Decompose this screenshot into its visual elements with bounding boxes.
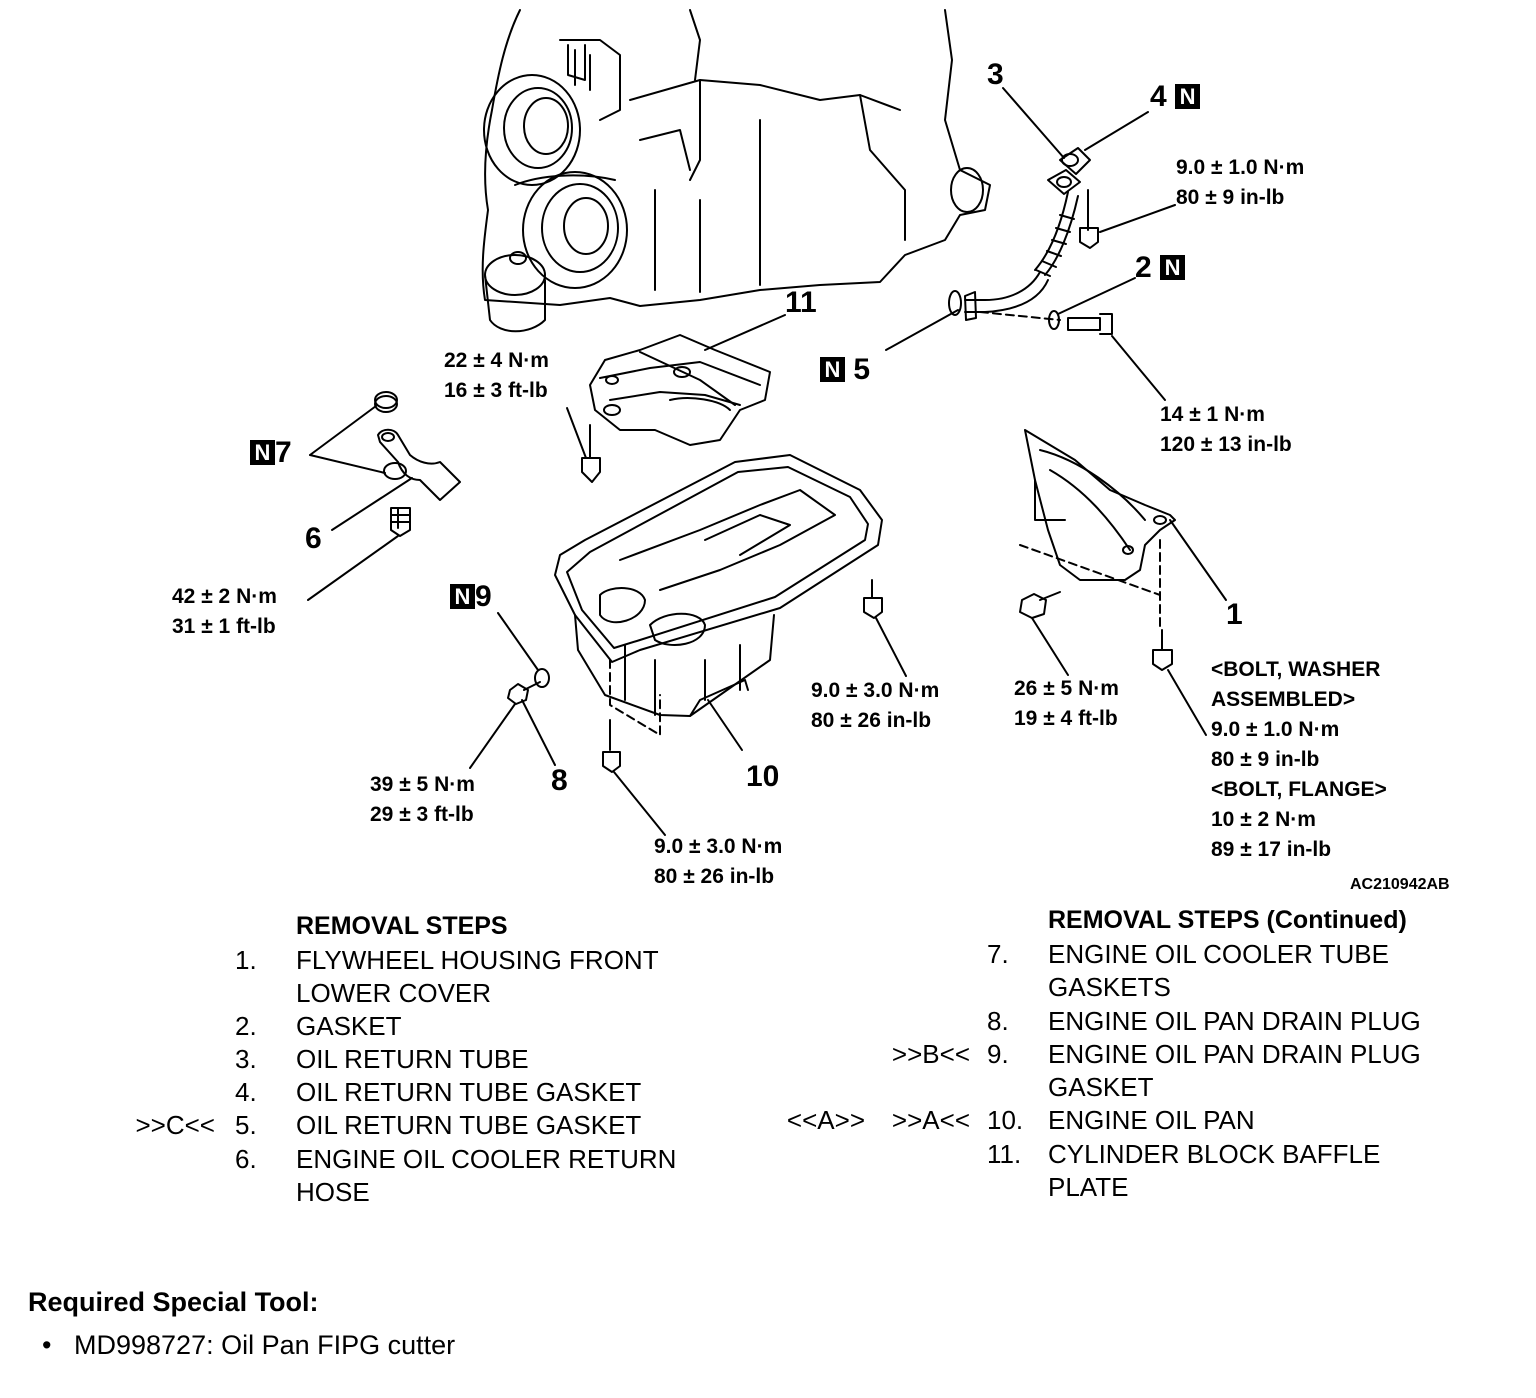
oil-cooler-hose-illustration — [374, 391, 461, 537]
callout-2: 2 N — [1135, 253, 1186, 283]
bullet-icon: • — [42, 1330, 52, 1360]
leader-lines — [307, 87, 1227, 836]
flywheel-cover-illustration — [1019, 429, 1176, 671]
special-tool-item: • MD998727: Oil Pan FIPG cutter — [42, 1330, 455, 1361]
callout-11: 11 — [785, 286, 817, 319]
removal-steps-continued-title: REMOVAL STEPS (Continued) — [1048, 906, 1407, 934]
special-tool-title: Required Special Tool: — [28, 1287, 319, 1317]
oil-return-tube-illustration — [948, 147, 1113, 335]
callout-4: 4 N — [1150, 82, 1201, 112]
new-part-badge: N — [1175, 84, 1201, 109]
callout-8: 8 — [551, 764, 568, 797]
baffle-plate-illustration — [581, 334, 771, 483]
callout-10: 10 — [746, 760, 780, 793]
new-part-badge: N — [1160, 255, 1186, 280]
oil-pan-illustration — [507, 454, 883, 773]
exploded-diagram — [307, 9, 1227, 836]
callout-1: 1 — [1226, 598, 1243, 631]
new-part-badge: N — [450, 584, 475, 609]
figure-id: AC210942AB — [1350, 876, 1450, 893]
callout-6: 6 — [305, 522, 322, 555]
new-part-badge: N — [820, 357, 845, 382]
callout-3: 3 — [987, 58, 1004, 91]
removal-steps-title: REMOVAL STEPS — [296, 912, 508, 940]
engine-block-illustration — [481, 9, 991, 333]
new-part-badge: N — [250, 440, 275, 465]
torque-cover-spec: <BOLT, WASHER ASSEMBLED> 9.0 ± 1.0 N·m 8… — [1211, 658, 1387, 861]
callout-5: N 5 — [820, 355, 870, 385]
special-tool-text: MD998727: Oil Pan FIPG cutter — [74, 1330, 456, 1360]
